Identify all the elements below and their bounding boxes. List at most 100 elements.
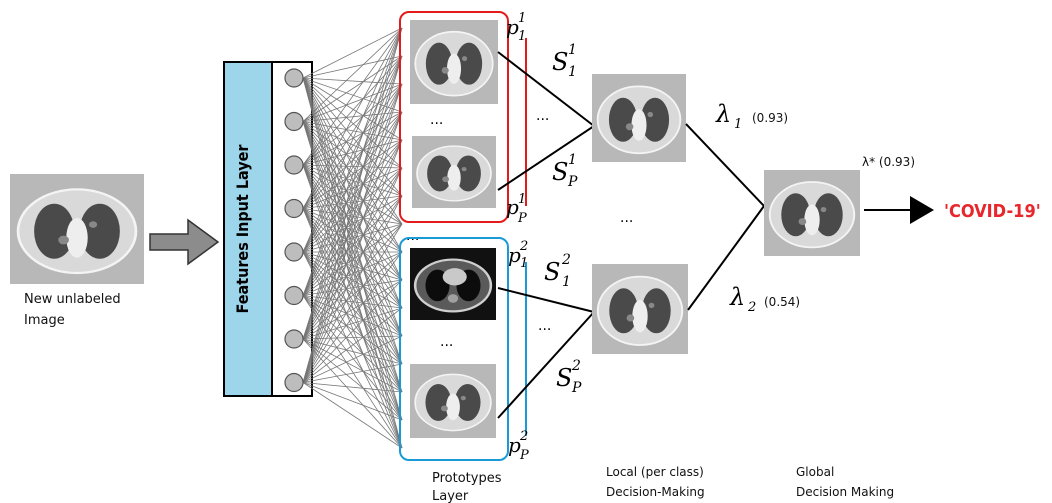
p2p-sub: P bbox=[519, 448, 529, 463]
svg-text:P: P bbox=[571, 380, 582, 396]
connection-line bbox=[302, 83, 403, 253]
connection-line bbox=[302, 167, 403, 253]
connection-line bbox=[302, 208, 403, 225]
connection-line bbox=[302, 295, 403, 421]
input-image bbox=[10, 174, 144, 284]
prototypes-caption-line1: Prototypes bbox=[432, 471, 502, 486]
svg-text:λ: λ bbox=[715, 100, 731, 128]
feature-nodes bbox=[284, 68, 304, 393]
connection-line bbox=[302, 164, 403, 337]
connection-line bbox=[302, 27, 403, 166]
p1p-sup: 1 bbox=[518, 192, 526, 207]
lambda1-label: λ 1 (0.93) bbox=[715, 100, 788, 132]
connection-line bbox=[302, 83, 403, 122]
feature-node bbox=[284, 372, 304, 393]
connection-line bbox=[302, 164, 403, 281]
connection-line bbox=[302, 208, 403, 253]
p11-label: p bbox=[506, 15, 519, 39]
connection-line bbox=[302, 77, 403, 85]
local-decision-class1-image bbox=[592, 74, 686, 162]
connection-line bbox=[302, 121, 403, 141]
connection-line bbox=[302, 55, 403, 166]
svg-text:S: S bbox=[556, 364, 572, 392]
connection-line bbox=[302, 223, 403, 383]
connection-line bbox=[302, 111, 403, 340]
p11-sub: 1 bbox=[518, 29, 526, 44]
p21-sub: 1 bbox=[520, 256, 528, 271]
connection-line bbox=[302, 382, 403, 449]
feature-node bbox=[284, 242, 304, 262]
connection-line bbox=[302, 208, 403, 281]
s11-label: S 1 1 bbox=[552, 42, 577, 80]
connection-line bbox=[302, 251, 403, 393]
connection-line bbox=[302, 164, 403, 225]
connection-line bbox=[302, 164, 403, 449]
connection-line bbox=[302, 208, 403, 449]
connection-line bbox=[302, 335, 403, 383]
connection-line bbox=[302, 139, 403, 209]
connection-line bbox=[302, 164, 403, 421]
connection-line bbox=[302, 139, 403, 383]
connection-line bbox=[302, 223, 403, 296]
connection-line bbox=[302, 121, 403, 337]
connection-line bbox=[302, 27, 403, 122]
connection-line bbox=[302, 208, 403, 393]
connection-line bbox=[302, 382, 403, 421]
connection-line bbox=[302, 77, 403, 337]
local-decision-class2-image bbox=[592, 264, 688, 354]
feature-node bbox=[284, 329, 304, 349]
class2-ellipsis: ... bbox=[440, 334, 453, 350]
connection-line bbox=[302, 77, 403, 281]
p1p-sub: P bbox=[517, 211, 527, 226]
connection-line bbox=[302, 195, 403, 340]
global-decision-image bbox=[764, 170, 860, 256]
similarity-links bbox=[497, 51, 595, 419]
local-gap-ellipsis: ... bbox=[620, 210, 633, 226]
svg-text:P: P bbox=[567, 174, 578, 190]
local-caption-line2: Decision-Making bbox=[606, 485, 705, 499]
svg-text:1: 1 bbox=[568, 64, 577, 80]
connection-line bbox=[302, 27, 403, 340]
output-arrowhead bbox=[910, 196, 934, 224]
p21-label: p bbox=[508, 243, 521, 267]
connection-line bbox=[302, 139, 403, 253]
svg-text:1: 1 bbox=[568, 152, 577, 168]
connection-line bbox=[302, 208, 403, 421]
connection-line bbox=[302, 338, 403, 421]
input-caption-line2: Image bbox=[24, 313, 65, 328]
connection-line bbox=[302, 121, 403, 449]
feature-node bbox=[284, 198, 304, 219]
p2p-label: p bbox=[508, 433, 521, 457]
connection-line bbox=[302, 295, 403, 449]
connection-line bbox=[302, 111, 403, 122]
connection-line bbox=[302, 251, 403, 281]
connection-line bbox=[302, 251, 403, 421]
connection-line bbox=[302, 111, 403, 383]
connection-line bbox=[302, 223, 403, 340]
class1-prototype-box bbox=[399, 11, 509, 223]
connection-line bbox=[302, 338, 403, 393]
connection-line bbox=[302, 27, 403, 383]
connection-line bbox=[302, 111, 403, 166]
feature-node bbox=[284, 285, 304, 306]
p11-sup: 1 bbox=[518, 11, 526, 26]
s21-label: S 2 1 bbox=[544, 252, 571, 290]
connection-line bbox=[302, 382, 403, 393]
connection-line bbox=[302, 164, 403, 393]
connection-line bbox=[302, 83, 403, 209]
connection-line bbox=[302, 55, 403, 209]
connection-line bbox=[302, 77, 403, 197]
connection-line bbox=[302, 164, 403, 169]
connection-line bbox=[302, 83, 403, 383]
class1-ellipsis: ... bbox=[430, 112, 443, 128]
class2-prototype-box bbox=[399, 237, 509, 461]
connection-line bbox=[302, 83, 403, 166]
prototypes-caption-line2: Layer bbox=[432, 489, 469, 503]
connection-line bbox=[302, 111, 403, 296]
connection-line bbox=[302, 279, 403, 383]
connection-line bbox=[302, 164, 403, 309]
connection-line bbox=[302, 121, 403, 197]
connection-line bbox=[302, 121, 403, 393]
connection-line bbox=[302, 164, 403, 253]
connection-line bbox=[302, 77, 403, 225]
